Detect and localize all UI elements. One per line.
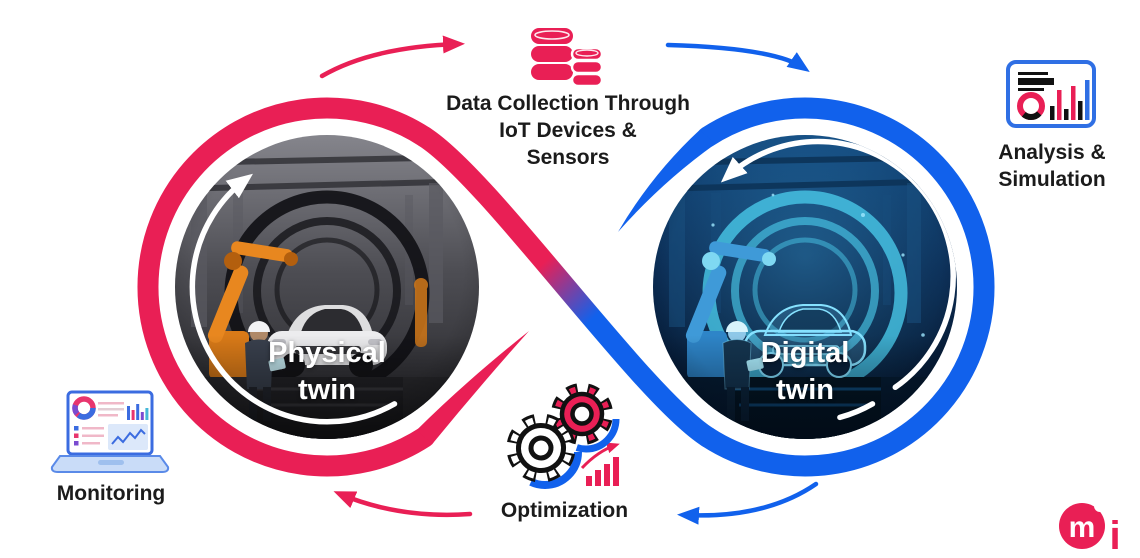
physical-twin-photo: Physical twin bbox=[175, 135, 479, 439]
logo-letter-m: m bbox=[1069, 511, 1096, 544]
monitoring-label: Monitoring bbox=[30, 480, 192, 507]
label-line: Analysis & bbox=[998, 141, 1106, 164]
pink-gear bbox=[551, 383, 613, 445]
digital-twin-photo: Digital twin bbox=[653, 135, 957, 439]
label-line: Monitoring bbox=[56, 482, 166, 505]
label-line: Digital bbox=[760, 337, 850, 369]
label-line: Simulation bbox=[998, 168, 1106, 191]
cmi-logo: m i bbox=[1059, 500, 1121, 558]
icon-mini-bars bbox=[127, 404, 149, 420]
digital-twin-label: Digital twin bbox=[653, 335, 957, 409]
label-line: twin bbox=[776, 374, 834, 406]
loop-underpass-pink bbox=[416, 331, 529, 445]
arrow-optimization-to-monitoring bbox=[333, 491, 473, 518]
label-line: twin bbox=[298, 374, 356, 406]
optimization-label: Optimization bbox=[477, 497, 652, 524]
digital-loop-ring bbox=[697, 97, 995, 477]
laptop-dashboard-icon bbox=[50, 390, 170, 473]
loop-crossover-band bbox=[414, 126, 718, 448]
loop-underpass-blue bbox=[618, 129, 716, 232]
label-line: Physical bbox=[268, 337, 386, 369]
arrow-digital-to-optimization bbox=[677, 481, 819, 525]
arrow-data-to-digital bbox=[665, 42, 810, 72]
label-line: Sensors bbox=[526, 146, 610, 169]
gears-icon bbox=[506, 383, 620, 489]
data-collection-label: Data Collection Through IoT Devices & Se… bbox=[398, 90, 738, 171]
logo-letter-i: i bbox=[1109, 514, 1120, 558]
physical-twin-label: Physical twin bbox=[175, 335, 479, 409]
icon-bar-chart bbox=[1050, 80, 1090, 120]
analytics-dashboard-icon bbox=[1006, 60, 1096, 128]
label-line: IoT Devices & bbox=[499, 119, 637, 142]
inner-cycle-arrow-dash bbox=[837, 401, 876, 421]
analysis-simulation-label: Analysis & Simulation bbox=[962, 139, 1140, 193]
physical-loop-ring bbox=[137, 97, 435, 477]
white-gear bbox=[506, 413, 576, 483]
digital-factory-scene bbox=[653, 135, 957, 439]
database-icon bbox=[531, 28, 604, 88]
arrow-physical-to-data bbox=[319, 35, 465, 79]
label-line: Optimization bbox=[500, 499, 629, 522]
growth-bars-icon bbox=[580, 442, 620, 486]
inner-cycle-arrow bbox=[720, 138, 956, 391]
label-line: Data Collection Through bbox=[446, 92, 690, 115]
inner-cycle-arrow bbox=[189, 173, 398, 425]
